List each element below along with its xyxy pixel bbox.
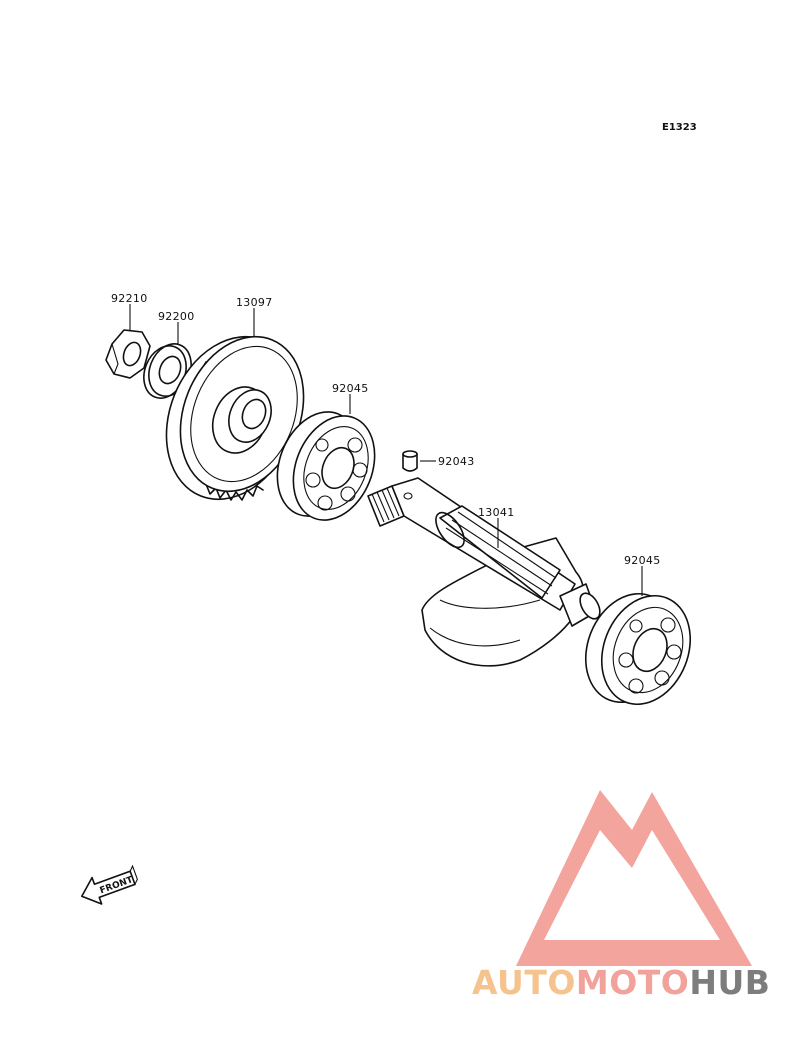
pin-92043 xyxy=(402,450,418,472)
label-gear: 13097 xyxy=(236,296,273,309)
front-arrow-icon: FRONT xyxy=(81,864,138,905)
watermark-moto: MOTO xyxy=(576,963,689,1002)
bearing-lower-92045 xyxy=(584,592,692,706)
watermark-hub: HUB xyxy=(689,963,770,1002)
label-bearing-upper: 92045 xyxy=(332,382,369,395)
watermark-auto: AUTO xyxy=(472,963,576,1002)
watermark-text: AUTOMOTOHUB xyxy=(472,963,770,1002)
label-bearing-lower: 92045 xyxy=(624,554,661,567)
label-nut: 92210 xyxy=(111,292,148,305)
label-washer: 92200 xyxy=(158,310,195,323)
nut-92210 xyxy=(105,329,151,379)
label-pin: 92043 xyxy=(438,455,475,468)
bearing-upper-92045 xyxy=(276,411,376,521)
diagram-ref-code: E1323 xyxy=(662,122,697,133)
label-shaft: 13041 xyxy=(478,506,515,519)
watermark-logo xyxy=(516,790,752,966)
shaft-13041 xyxy=(367,477,601,667)
